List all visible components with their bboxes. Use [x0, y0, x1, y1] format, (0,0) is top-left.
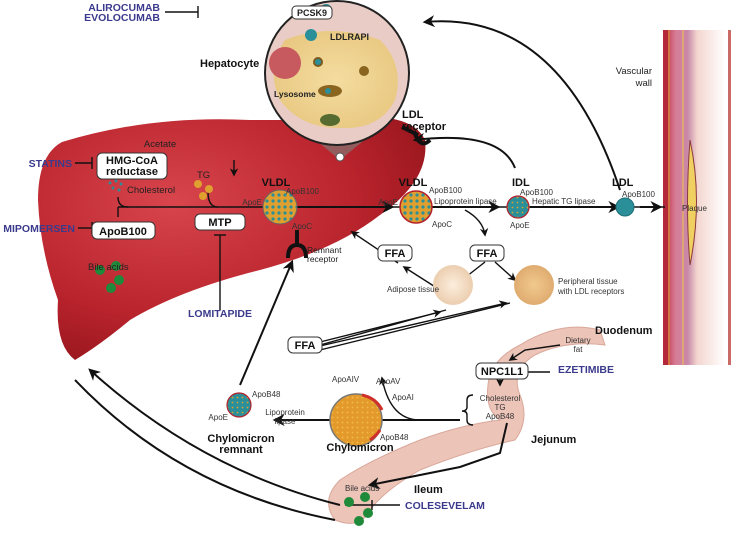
lpl-chylo-label-1: Lipoprotein: [265, 408, 305, 417]
ldl-receptor-icon: [401, 125, 432, 146]
remnant-apob48: ApoB48: [252, 390, 281, 399]
idl-name: IDL: [512, 177, 530, 189]
drug-evolocumab: EVOLOCUMAB: [84, 12, 160, 24]
chylo-apoav: ApoAV: [376, 377, 401, 386]
ldl-receptor-label-1: LDL: [402, 109, 424, 121]
apob100-box: [91, 221, 156, 240]
npc1l1-box: [475, 362, 529, 380]
ffa-label-1: FFA: [385, 248, 406, 260]
liver-bile-acids-icon: [95, 261, 124, 293]
ldl-apob100: ApoB100: [622, 190, 655, 199]
lysosome-label: Lysosome: [274, 89, 316, 99]
peripheral-tissue-icon: [514, 265, 554, 305]
remnant-receptor-icon: [286, 230, 308, 259]
vldl-apoe: ApoE: [378, 198, 398, 207]
magnifier-point: [335, 152, 345, 162]
npc1l1-label: NPC1L1: [481, 366, 523, 378]
chylomicron-remnant-name-1: Chylomicron: [207, 433, 275, 445]
adipose-tissue-icon: [433, 265, 473, 305]
chylomicron-name: Chylomicron: [326, 442, 394, 454]
drug-mipomersen: MIPOMERSEN: [3, 223, 75, 235]
hepatocyte-label: Hepatocyte: [200, 58, 259, 70]
vldl-apob100: ApoB100: [429, 186, 462, 195]
idl-apob100: ApoB100: [520, 188, 553, 197]
cholesterol-label: Cholesterol: [127, 185, 175, 196]
lpl-chylo-label-2: lipase: [275, 417, 296, 426]
ffa-box-1: [377, 244, 413, 262]
ileum-bile-acids-label: Bile acids: [345, 484, 379, 493]
remnant-receptor-label-2: receptor: [307, 254, 338, 264]
ldl-name: LDL: [612, 177, 634, 189]
mtp-box-label: MTP: [208, 217, 231, 229]
vascular-wall-label-2: wall: [635, 78, 652, 89]
vldl-liver-apoe: ApoE: [242, 198, 262, 207]
absorbed-tg: TG: [494, 403, 505, 412]
ileum-label: Ileum: [414, 484, 443, 496]
drug-colesevelam: COLESEVELAM: [405, 500, 485, 512]
ldl-particle: [615, 197, 635, 217]
chylo-apob48: ApoB48: [380, 433, 409, 442]
duodenum-label: Duodenum: [595, 325, 653, 337]
lpl-vldl-label: Lipoprotein lipase: [434, 197, 497, 206]
chylomicron-particle: [329, 393, 383, 447]
remnant-receptor-label-1: Remnant: [307, 245, 342, 255]
peripheral-label-1: Peripheral tissue: [558, 277, 618, 286]
hmg-coa-line2: reductase: [106, 166, 158, 178]
absorbed-apob48: ApoB48: [486, 412, 515, 421]
vldl-liver-name: VLDL: [262, 177, 291, 189]
ffa-box-3: [287, 336, 323, 354]
hmg-coa-line1: HMG-CoA: [106, 155, 158, 167]
remnant-apoe: ApoE: [208, 413, 228, 422]
drug-ezetimibe: EZETIMIBE: [558, 364, 614, 376]
vldl-particle: [399, 190, 433, 224]
chylo-apoaiv: ApoAIV: [332, 375, 360, 384]
ileum-bile-acids-icon: [344, 492, 373, 526]
peripheral-label-2: with LDL receptors: [557, 287, 624, 296]
acetate-label: Acetate: [144, 139, 176, 150]
vldl-apoc: ApoC: [432, 220, 452, 229]
drug-alirocumab: ALIROCUMAB: [88, 2, 160, 14]
chylomicron-apo-band-2: [369, 429, 382, 442]
pcsk9-box: [291, 5, 333, 20]
mtp-box: [194, 213, 246, 231]
ffa-label-3: FFA: [295, 340, 316, 352]
plaque-label: Plaque: [682, 204, 707, 213]
vascular-wall: [663, 30, 731, 365]
chylomicron-remnant-name-2: remnant: [219, 444, 263, 456]
ldl-receptor-label-2: receptor: [402, 121, 447, 133]
pcsk9-label: PCSK9: [297, 8, 327, 18]
hepatocyte-inset: [264, 0, 410, 146]
tg-droplets-icon: [194, 180, 213, 200]
chylomicron-apo-band: [361, 393, 384, 411]
cholesterol-icon: [108, 179, 123, 192]
jejunum-label: Jejunum: [531, 434, 576, 446]
idl-particle: [506, 195, 530, 219]
pathway-arrows: [74, 6, 665, 521]
hmg-coa-reductase-box: [96, 152, 168, 180]
apob100-box-label: ApoB100: [99, 226, 147, 238]
ldlrapi-label: LDLRAPI: [330, 32, 369, 42]
absorbed-cholesterol: Cholesterol: [480, 394, 521, 403]
drug-statins: STATINS: [29, 158, 72, 170]
chylomicron-remnant-particle: [226, 392, 252, 418]
vldl-liver-apob100: ApoB100: [286, 187, 319, 196]
vascular-wall-label-1: Vascular: [616, 66, 652, 77]
adipose-label: Adipose tissue: [387, 285, 440, 294]
dietary-fat-label-1: Dietary: [565, 336, 590, 345]
hepatic-tg-lipase-label: Hepatic TG lipase: [532, 197, 596, 206]
vldl-name: VLDL: [399, 177, 428, 189]
liver-bile-acids-label: Bile acids: [88, 262, 129, 273]
ffa-box-2: [469, 244, 505, 262]
vldl-liver-particle: [262, 189, 298, 225]
idl-apoe: ApoE: [510, 221, 530, 230]
drug-lomitapide: LOMITAPIDE: [188, 308, 252, 320]
ffa-label-2: FFA: [477, 248, 498, 260]
tg-label: TG: [197, 170, 210, 181]
dietary-fat-label-2: fat: [574, 345, 584, 354]
vldl-liver-apoc: ApoC: [292, 222, 312, 231]
chylo-apoai: ApoAI: [392, 393, 414, 402]
